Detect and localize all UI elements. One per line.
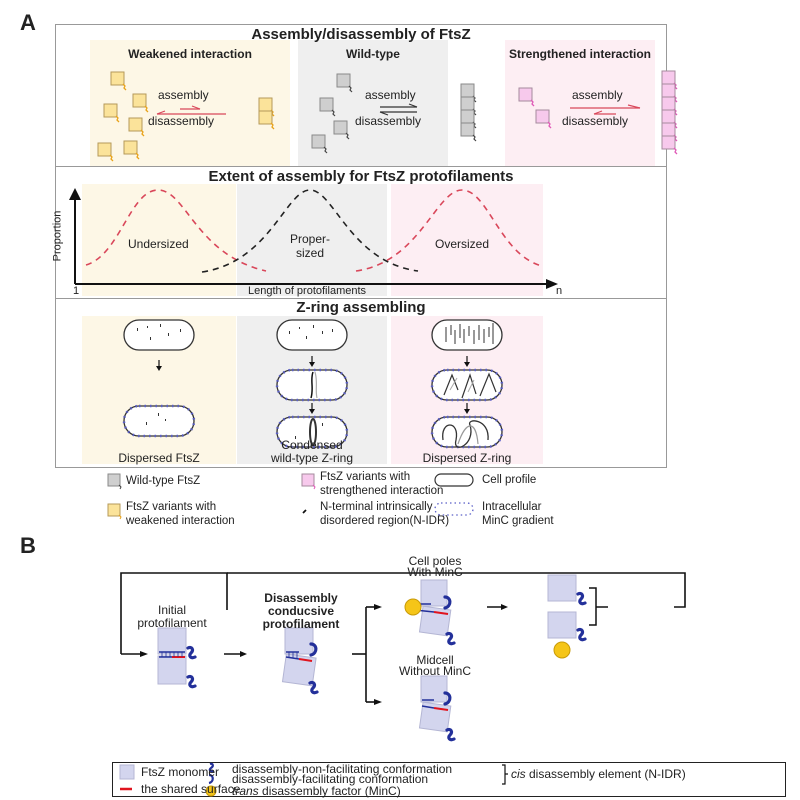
oversized-label: Oversized: [435, 237, 490, 251]
oversized-curve: [355, 189, 543, 272]
propersized-label-2: sized: [295, 246, 324, 260]
poles-label-2: With MinC: [407, 565, 463, 579]
legend-cell-profile: Cell profile: [482, 474, 537, 486]
legend-strengthened-1: FtsZ variants with: [320, 471, 411, 483]
weakened-assembly-label: assembly: [158, 88, 209, 102]
strengthened-disassembly-label: disassembly: [562, 114, 629, 128]
wildtype-title: Wild-type: [346, 47, 400, 61]
legend-cis-rest: disassembly element (N-IDR): [525, 767, 686, 781]
strengthened-title: Strengthened interaction: [508, 47, 651, 61]
bracket-icon: [502, 764, 508, 785]
initial-protofilament-icon: [157, 627, 197, 689]
facilitating-nidr-icon: [208, 773, 214, 785]
legend-strengthened-2: strengthened interaction: [320, 485, 444, 497]
legend-trans-rest: disassembly factor (MinC): [258, 784, 401, 798]
poles-label-1: Cell poles: [408, 554, 462, 568]
dispersed-ftsz-caption: Dispersed FtsZ: [118, 451, 200, 465]
midcell-label-2: Without MinC: [398, 664, 472, 678]
weakened-disassembly-label: disassembly: [148, 114, 215, 128]
x-axis: [75, 279, 558, 289]
panel-a-letter: A: [20, 10, 36, 35]
legend-trans: trans disassembly factor (MinC): [232, 784, 401, 798]
legend-weakened-2: weakened interaction: [126, 515, 235, 527]
strengthened-column-bg-2: [505, 40, 655, 166]
legend-facilitating: disassembly-facilitating conformation: [232, 772, 429, 786]
grey-square-icon: [107, 473, 122, 490]
x-axis-label: Length of protofilaments: [248, 285, 367, 297]
legend-a-icons: [107, 473, 474, 520]
minc-icon: [553, 641, 571, 659]
legend-minc-2: MinC gradient: [482, 515, 554, 527]
midcell-label-1: Midcell: [416, 653, 454, 667]
x-axis-end: n: [556, 285, 563, 297]
weakened-equilibrium-arrows: [156, 105, 226, 115]
legend-nidr-2: disordered region(N-IDR): [320, 515, 450, 527]
conducive-label-2: conducsive: [267, 604, 335, 618]
initial-label-1: Initial: [157, 603, 186, 617]
section3-title: Z-ring assembling: [296, 299, 426, 316]
legend-non-facilitating: disassembly-non-facilitating conformatio…: [232, 762, 453, 776]
minc-factor-icon: [205, 785, 217, 797]
wildtype-assembly-label: assembly: [365, 88, 416, 102]
x-axis-start: 1: [73, 285, 80, 297]
strengthened-equilibrium-arrows: [570, 104, 641, 115]
condensed-caption-2: wild-type Z-ring: [270, 451, 354, 465]
weakened-title: Weakened interaction: [128, 47, 252, 61]
wildtype-disassembly-label: disassembly: [355, 114, 422, 128]
propersized-curve: [201, 189, 419, 273]
zring-drawing: [122, 319, 504, 449]
n-idr-icon: [302, 509, 307, 514]
pink-square-icon: [301, 473, 316, 490]
legend-minc-1: Intracellular: [482, 501, 542, 513]
y-axis: [69, 188, 81, 284]
weakened-column-bg: [90, 40, 290, 166]
conducive-protofilament-icon: [281, 627, 319, 695]
distribution-chart: [69, 188, 558, 289]
legend-shared-surface: the shared surface: [141, 782, 241, 796]
initial-label-2: protofilament: [137, 616, 207, 630]
legend-trans-em: trans: [232, 784, 259, 798]
legend-wildtype: Wild-type FtsZ: [126, 475, 201, 487]
strengthened-assembly-label: assembly: [572, 88, 623, 102]
legend-cis-em: cis: [511, 767, 526, 781]
propersized-label-1: Proper-: [289, 232, 330, 246]
minc-icon: [404, 598, 422, 616]
oversized-column-bg: [391, 184, 543, 296]
non-facilitating-nidr-icon: [208, 762, 215, 773]
cell-profile-icon: [434, 473, 474, 487]
panel-b-letter: B: [20, 533, 36, 558]
section1-drawing: [97, 70, 678, 162]
midcell-protofilament-icon: [418, 675, 456, 742]
legend-monomer: FtsZ monomer: [141, 765, 220, 779]
poles-protofilament-icon: [404, 579, 456, 646]
legend-nidr-1: N-terminal intrinsically: [320, 501, 433, 513]
yellow-square-icon: [107, 503, 122, 520]
panel-b-legend: [112, 762, 786, 797]
legend-cis: cis disassembly element (N-IDR): [511, 767, 686, 781]
section1-title: Assembly/disassembly of FtsZ: [251, 26, 471, 43]
wildtype-equilibrium-arrows: [379, 103, 418, 116]
separated-monomers-icon: [547, 574, 608, 659]
ftsz-monomer-icon: [119, 764, 135, 780]
section2-title: Extent of assembly for FtsZ protofilamen…: [208, 168, 514, 185]
undersized-label: Undersized: [128, 237, 189, 251]
condensed-caption-1: Condensed: [281, 438, 343, 452]
legend-weakened-1: FtsZ variants with: [126, 501, 217, 513]
undersized-curve: [85, 189, 267, 272]
conducive-label-3: protofilament: [262, 617, 340, 631]
conducive-label-1: Disassembly: [264, 591, 338, 605]
dispersed-zring-caption: Dispersed Z-ring: [422, 451, 512, 465]
